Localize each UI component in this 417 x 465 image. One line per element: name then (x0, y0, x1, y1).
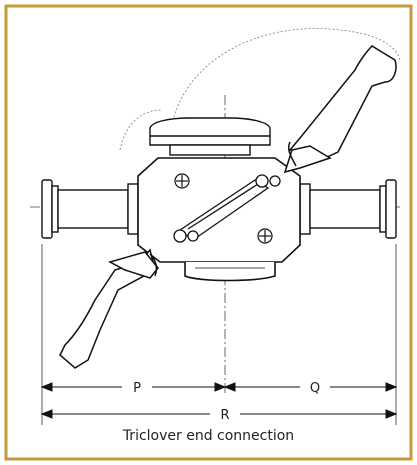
dimension-q (223, 382, 398, 392)
dimension-p (40, 382, 227, 392)
handle-swing-arc (171, 28, 401, 126)
right-pipe (299, 179, 397, 239)
bolt-bottom-right (257, 228, 273, 244)
diagonal-linkage (173, 174, 281, 243)
dimension-r (40, 409, 398, 419)
left-pipe (41, 179, 139, 239)
bolt-top-left (174, 173, 190, 189)
upper-handle (283, 45, 397, 174)
diagram-border (4, 4, 413, 461)
diagram-caption: Triclover end connection (122, 428, 295, 444)
handle-swing-arc-inner (119, 109, 163, 151)
extension-lines (41, 244, 397, 425)
dimension-p-label: P (133, 381, 141, 396)
lower-handle (59, 248, 159, 369)
dimension-q-label: Q (310, 381, 320, 396)
dimension-r-label: R (220, 408, 229, 423)
